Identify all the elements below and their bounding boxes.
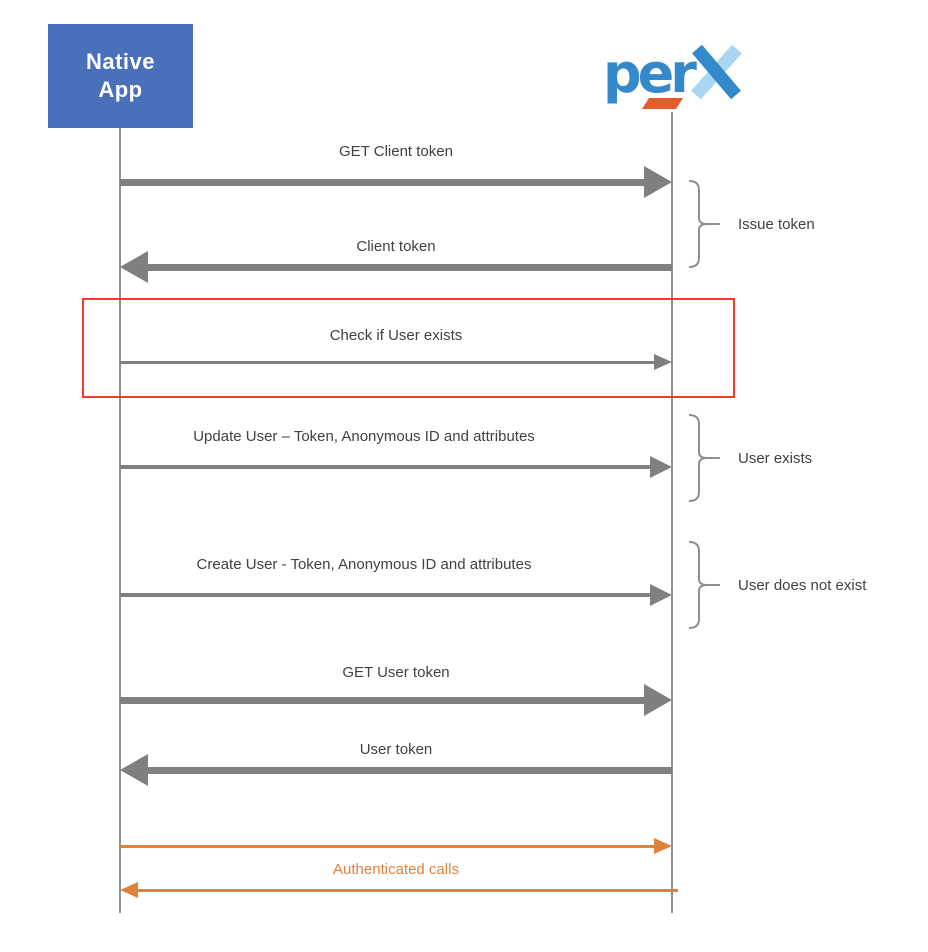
perx-logo-orange-dash [642, 98, 683, 109]
arrow-head-right-icon [644, 684, 672, 716]
arrow-head-right-icon [650, 456, 672, 478]
perx-logo: per [603, 42, 742, 109]
lifeline-native-app [119, 128, 121, 913]
annotation-issue-token: Issue token [688, 180, 815, 268]
perx-logo-text: per [603, 42, 697, 105]
arrow-head-right-icon [644, 166, 672, 198]
message-label-user-token: User token [359, 741, 433, 758]
annotation-user-exists: User exists [688, 414, 812, 502]
arrow-head-right-icon [654, 354, 672, 370]
arrow-shaft [120, 465, 652, 469]
actor-native-app-label: Native App [85, 49, 156, 102]
message-label-update-user: Update User – Token, Anonymous ID and at… [193, 428, 535, 445]
message-label-check-if-user-exists: Check if User exists [329, 327, 463, 344]
arrow-shaft [146, 767, 672, 774]
actor-native-app: Native App [48, 24, 193, 128]
arrow-head-right-icon [654, 838, 672, 854]
annotation-user-does-not-exist: User does not exist [688, 541, 866, 629]
arrow-shaft [120, 179, 646, 186]
arrow-shaft [120, 697, 646, 704]
message-label-get-client-token: GET Client token [339, 143, 453, 160]
curly-brace-icon [688, 541, 720, 629]
message-label-create-user: Create User - Token, Anonymous ID and at… [196, 556, 532, 573]
highlight-rectangle [82, 298, 735, 398]
arrow-shaft [120, 361, 656, 364]
arrow-shaft [136, 889, 678, 892]
curly-brace-icon [688, 414, 720, 502]
arrow-head-left-icon [120, 882, 138, 898]
arrow-shaft [146, 264, 672, 271]
arrow-shaft [120, 845, 656, 848]
message-label-authenticated-calls: Authenticated calls [333, 861, 459, 878]
annotation-label-user-exists: User exists [738, 449, 813, 467]
curly-brace-icon [688, 180, 720, 268]
perx-logo-x-dark-stroke [692, 44, 741, 100]
arrow-head-left-icon [120, 754, 148, 786]
message-label-get-user-token: GET User token [342, 664, 450, 681]
arrow-shaft [120, 593, 652, 597]
arrow-head-right-icon [650, 584, 672, 606]
message-label-client-token: Client token [356, 238, 436, 255]
arrow-head-left-icon [120, 251, 148, 283]
annotation-label-user-does-not-exist: User does not exist [738, 576, 867, 594]
lifeline-perx [671, 112, 673, 913]
annotation-label-issue-token: Issue token [738, 215, 815, 233]
